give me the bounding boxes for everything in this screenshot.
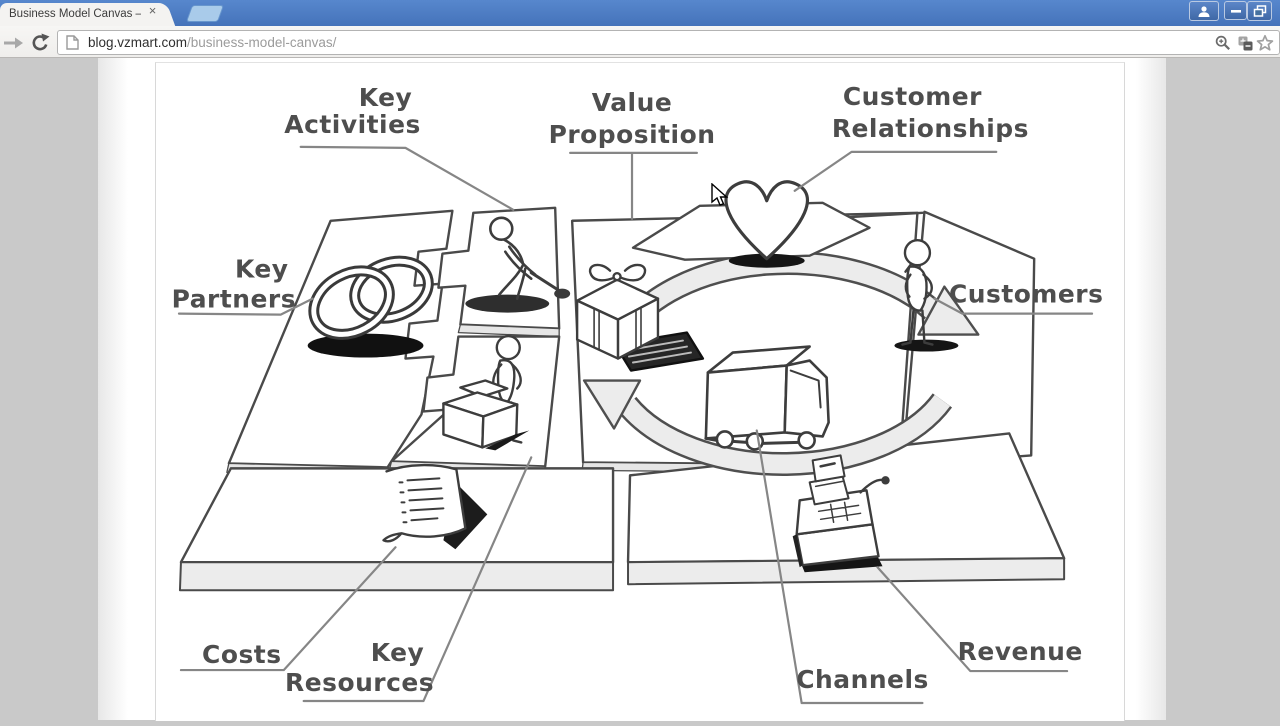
interlocked-rings xyxy=(307,255,434,358)
forward-button[interactable] xyxy=(3,36,24,55)
url-path: /business-model-canvas/ xyxy=(187,35,337,50)
label-key-partners: Key xyxy=(235,255,289,284)
minimize-button[interactable] xyxy=(1224,1,1247,20)
title-bar: Business Model Canvas – × xyxy=(0,0,1280,26)
leader-key-activities xyxy=(299,145,515,211)
label-customer-relationships-2: Relationships xyxy=(832,114,1029,143)
blog-post-card: Key Activities Value Proposition Custome… xyxy=(98,58,1166,721)
label-key-resources-2: Resources xyxy=(285,668,434,697)
canvas-diagram: Key Activities Value Proposition Custome… xyxy=(172,82,1103,705)
url-text: blog.vzmart.com/business-model-canvas/ xyxy=(88,31,336,54)
bookmark-star-icon[interactable] xyxy=(1256,34,1274,52)
leader-key-partners xyxy=(177,297,314,316)
label-value-proposition-2: Proposition xyxy=(549,120,716,149)
gift-box xyxy=(575,263,705,372)
delivery-truck xyxy=(704,345,830,451)
tab-close-icon[interactable]: × xyxy=(148,3,157,18)
diagram-labels: Key Activities Value Proposition Custome… xyxy=(172,82,1103,697)
tab-title: Business Model Canvas – xyxy=(9,8,141,20)
label-key-partners-2: Partners xyxy=(172,285,296,314)
person-with-boxes xyxy=(442,334,530,451)
label-key-resources: Key xyxy=(371,638,425,667)
arrow-left-head xyxy=(582,379,642,430)
label-value-proposition: Value xyxy=(592,88,672,117)
cash-register xyxy=(792,454,890,573)
leader-lines xyxy=(177,145,1094,705)
leader-customer-relationships xyxy=(793,150,998,192)
leader-key-resources xyxy=(302,456,533,703)
leader-customers xyxy=(933,297,1094,315)
browser-tab[interactable]: Business Model Canvas – xyxy=(0,3,160,26)
cost-list-paper xyxy=(382,463,488,550)
label-channels: Channels xyxy=(796,665,929,694)
heart xyxy=(724,180,809,261)
restore-icon xyxy=(1253,5,1266,17)
label-customer-relationships: Customer xyxy=(843,82,982,111)
leader-value-proposition xyxy=(569,151,698,220)
business-model-canvas-image: Key Activities Value Proposition Custome… xyxy=(155,62,1125,721)
label-key-activities: Key xyxy=(359,83,413,112)
translate-icon[interactable] xyxy=(1238,36,1253,51)
label-key-activities-2: Activities xyxy=(284,110,421,139)
reload-button[interactable] xyxy=(29,32,51,58)
zoom-icon[interactable] xyxy=(1215,35,1231,51)
profile-button[interactable] xyxy=(1189,1,1219,21)
heart-shadow xyxy=(728,253,805,268)
new-tab-button[interactable] xyxy=(185,5,225,22)
leader-revenue xyxy=(876,566,1069,673)
restore-button[interactable] xyxy=(1247,1,1272,21)
reload-icon xyxy=(32,33,50,51)
digging-person xyxy=(465,216,571,313)
page-icon xyxy=(66,35,79,50)
profile-icon xyxy=(1198,5,1210,17)
browser-toolbar: blog.vzmart.com/business-model-canvas/ xyxy=(0,26,1280,58)
url-domain: blog.vzmart.com xyxy=(88,35,188,50)
label-revenue: Revenue xyxy=(958,637,1083,666)
label-customers: Customers xyxy=(949,280,1103,309)
standing-customer xyxy=(894,239,959,352)
forward-icon xyxy=(4,37,23,49)
page-content: Key Activities Value Proposition Custome… xyxy=(0,58,1280,721)
arrow-right-head xyxy=(917,285,980,336)
leader-channels xyxy=(755,429,924,705)
label-costs: Costs xyxy=(202,640,282,669)
leader-costs xyxy=(179,546,397,672)
minimize-icon xyxy=(1230,9,1241,13)
address-bar[interactable]: blog.vzmart.com/business-model-canvas/ xyxy=(57,30,1280,55)
mouse-cursor xyxy=(711,183,729,206)
